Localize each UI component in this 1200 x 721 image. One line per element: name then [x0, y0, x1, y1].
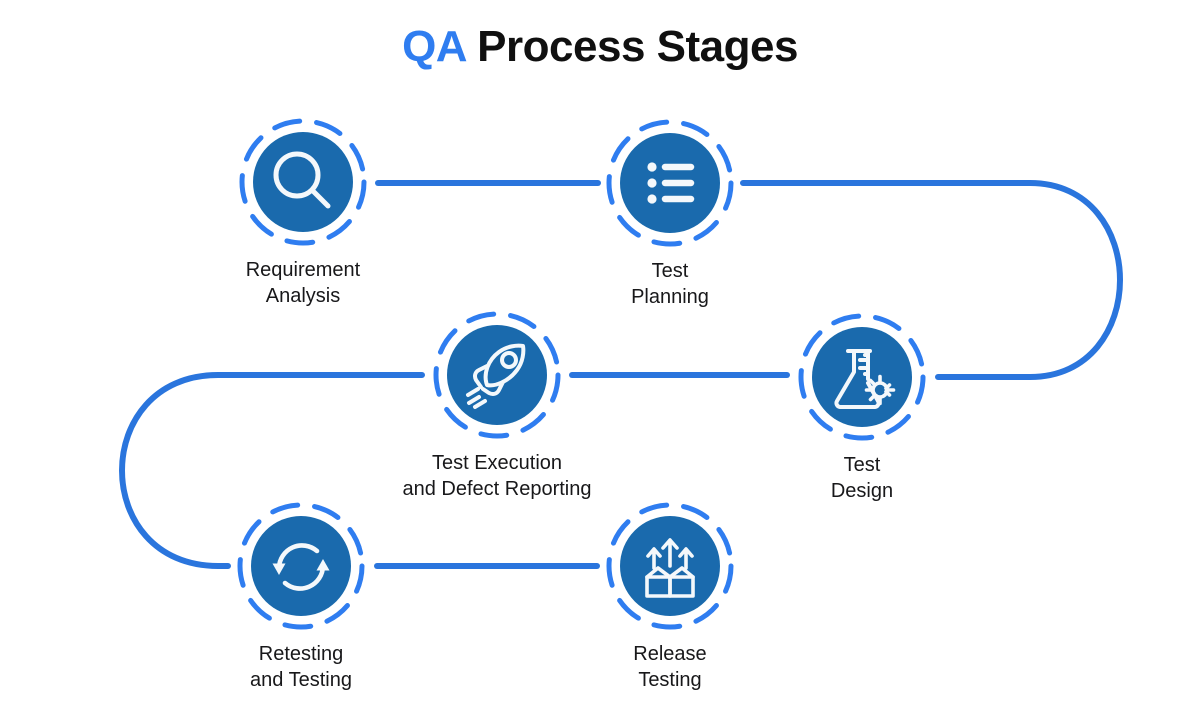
stage-badge — [605, 118, 735, 248]
dashed-ring-icon — [606, 502, 734, 630]
stage-node-requirement-analysis[interactable]: Requirement Analysis — [218, 117, 388, 309]
page-title-accent: QA — [402, 22, 466, 71]
stage-node-test-design[interactable]: Test Design — [777, 312, 947, 504]
page-title: QA Process Stages — [0, 22, 1200, 72]
stage-label: Release Testing — [633, 643, 707, 691]
stage-node-release-testing[interactable]: Release Testing — [585, 501, 755, 693]
page-title-rest: Process Stages — [465, 22, 798, 71]
stage-label: Test Execution and Defect Reporting — [402, 452, 592, 500]
stage-node-retesting[interactable]: Retesting and Testing — [216, 501, 386, 693]
refresh-cycle-icon — [272, 543, 330, 591]
stage-badge — [236, 501, 366, 631]
rocket-icon — [466, 343, 526, 409]
stage-disc — [447, 325, 547, 425]
dashed-ring-icon — [237, 502, 365, 630]
stage-badge — [432, 310, 562, 440]
stage-label: Retesting and Testing — [250, 643, 352, 691]
stage-node-test-planning[interactable]: Test Planning — [585, 118, 755, 310]
stage-badge — [238, 117, 368, 247]
stage-badge — [605, 501, 735, 631]
stage-label: Test Design — [830, 454, 894, 502]
connector-execution-to-retesting — [119, 372, 425, 569]
dashed-ring-icon — [606, 119, 734, 247]
stage-disc — [251, 516, 351, 616]
flask-gear-icon — [834, 349, 896, 409]
dashed-ring-icon — [798, 313, 926, 441]
connector-planning-to-design — [740, 180, 1123, 380]
stage-label: Test Planning — [631, 260, 709, 308]
stage-badge — [797, 312, 927, 442]
stage-label: Requirement Analysis — [245, 259, 361, 307]
stage-node-test-execution[interactable]: Test Execution and Defect Reporting — [357, 310, 637, 502]
dashed-ring-icon — [239, 118, 367, 246]
bulleted-list-icon — [647, 162, 695, 204]
box-with-up-arrows-icon — [645, 538, 695, 598]
stage-disc — [812, 327, 912, 427]
magnifying-glass-icon — [273, 151, 331, 209]
stage-disc — [253, 132, 353, 232]
dashed-ring-icon — [433, 311, 561, 439]
